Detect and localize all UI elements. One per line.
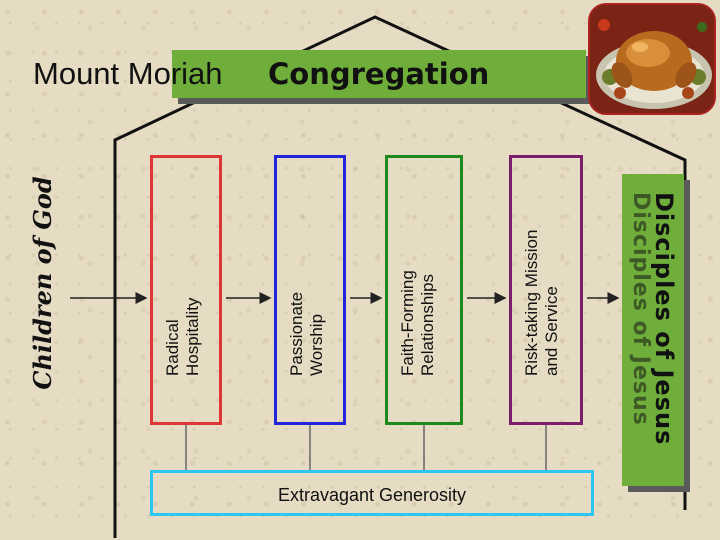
- pillar-label: Faith-Forming Relationships: [398, 126, 438, 376]
- pillar-radical-hospitality: Radical Hospitality: [150, 155, 222, 425]
- side-label-children-of-god: Children of God: [28, 176, 57, 390]
- pillar-label-line1: Radical: [163, 319, 182, 376]
- foundation-box: Extravagant Generosity: [150, 470, 594, 516]
- pillar-passionate-worship: Passionate Worship: [274, 155, 346, 425]
- turkey-dinner-image: [588, 3, 716, 115]
- pillar-label: Passionate Worship: [287, 126, 327, 376]
- pillar-label-line2: and Service: [542, 286, 561, 376]
- pillar-label-line2: Hospitality: [183, 297, 202, 376]
- pillar-label: Radical Hospitality: [163, 126, 203, 376]
- pillar-label-line2: Relationships: [418, 273, 437, 376]
- page-title: Mount Moriah: [33, 56, 223, 91]
- outcome-label: Disciples of Jesus: [650, 192, 678, 446]
- outcome-ghost-label: Disciples of Jesus: [628, 192, 653, 426]
- pillar-label-line2: Worship: [307, 313, 326, 376]
- turkey-icon: [590, 5, 714, 113]
- pillar-faith-forming-relationships: Faith-Forming Relationships: [385, 155, 463, 425]
- pillar-label: Risk-taking Mission and Service: [522, 126, 562, 376]
- pillar-label-line1: Faith-Forming: [398, 270, 417, 376]
- foundation-label: Extravagant Generosity: [277, 485, 467, 505]
- pillar-label-line1: Passionate: [287, 291, 306, 376]
- page-subtitle: Congregation: [268, 57, 490, 91]
- pillar-label-line1: Risk-taking Mission: [522, 229, 541, 376]
- title-banner: [172, 50, 586, 98]
- pillar-risk-taking-mission: Risk-taking Mission and Service: [509, 155, 583, 425]
- outcome-box: [622, 174, 684, 486]
